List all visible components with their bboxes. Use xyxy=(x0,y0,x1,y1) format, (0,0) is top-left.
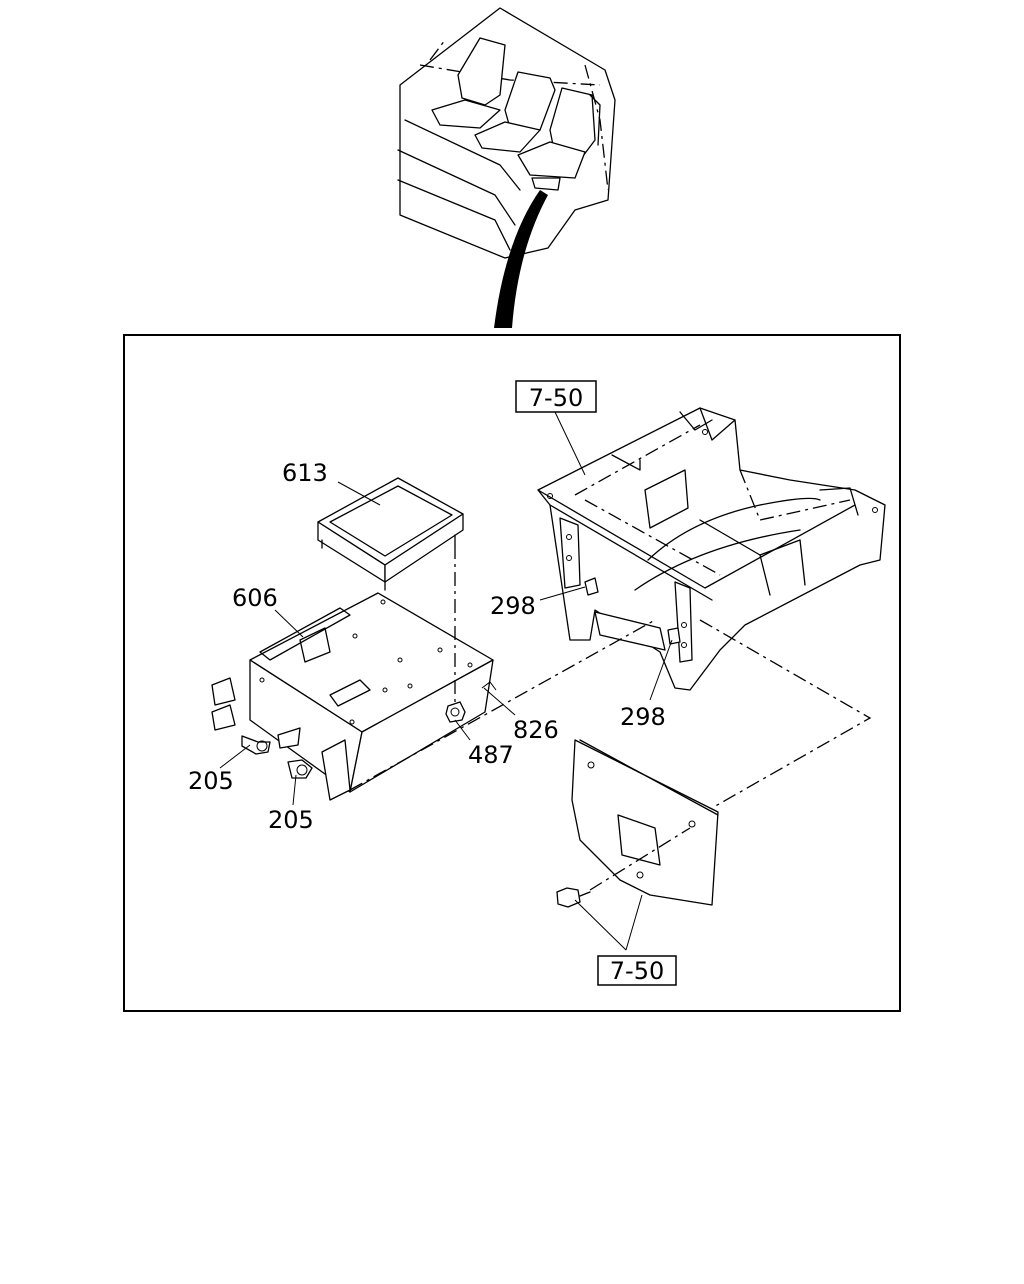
leader-lines xyxy=(219,411,673,951)
part-label-606: 606 xyxy=(232,584,278,612)
bolt-205-b xyxy=(287,759,313,779)
bolt-205-a xyxy=(241,735,271,755)
part-label-487: 487 xyxy=(468,741,514,769)
ref-label-bottom: 7-50 xyxy=(610,957,664,985)
part-label-298-b: 298 xyxy=(620,703,666,731)
ref-box-bottom[interactable]: 7-50 xyxy=(597,955,677,986)
control-unit-613 xyxy=(317,477,464,591)
seat-base-frame xyxy=(537,407,886,691)
clip-298-a xyxy=(584,577,599,596)
cab-overview-illustration xyxy=(397,7,616,259)
part-label-298-a: 298 xyxy=(490,592,536,620)
assembly-lines xyxy=(349,545,872,891)
clip-298-b xyxy=(667,627,681,645)
bracket-606 xyxy=(211,592,494,801)
cover-bolt xyxy=(556,887,591,908)
nut-487 xyxy=(445,701,466,723)
detail-pointer xyxy=(494,190,548,328)
part-label-205-a: 205 xyxy=(188,767,234,795)
part-label-205-b: 205 xyxy=(268,806,314,834)
side-cover-panel xyxy=(571,739,719,906)
detail-frame xyxy=(123,334,901,1012)
ref-box-top[interactable]: 7-50 xyxy=(515,380,597,413)
part-label-613: 613 xyxy=(282,459,328,487)
ref-label-top: 7-50 xyxy=(529,384,583,412)
part-label-826: 826 xyxy=(513,716,559,744)
